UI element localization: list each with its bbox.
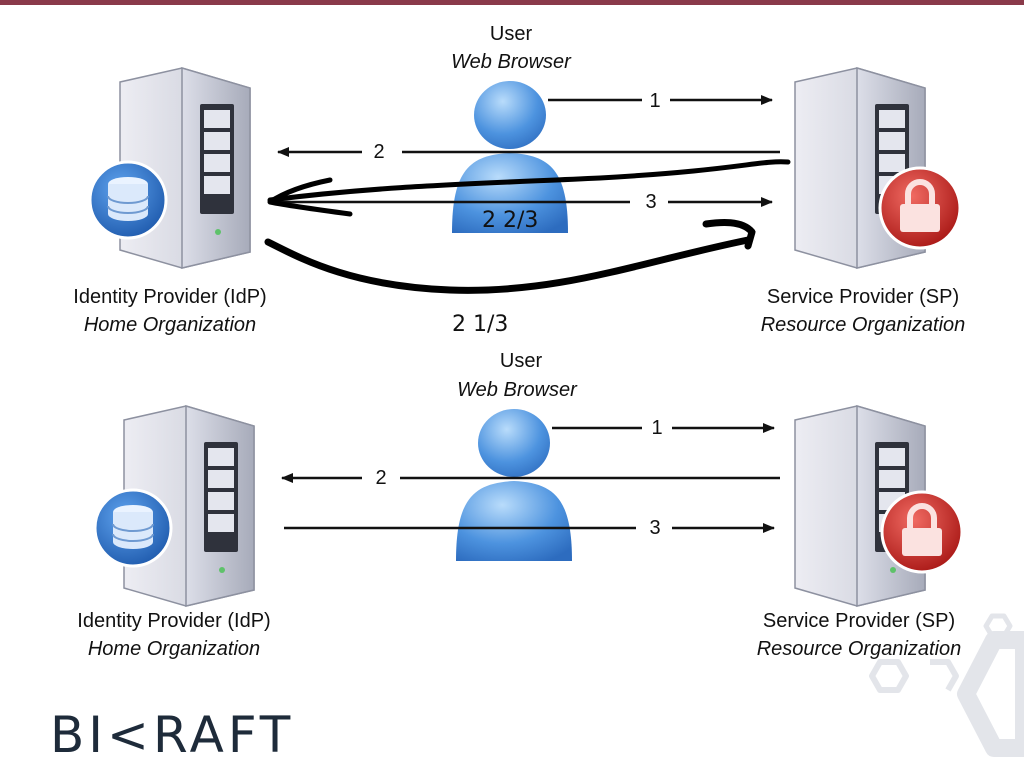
database-icon (88, 160, 168, 240)
sp-subtitle-top: Resource Organization (760, 314, 966, 336)
user-icon (456, 409, 572, 561)
user-subtitle-bottom: Web Browser (457, 379, 577, 401)
arrow-label-1-top: 1 (649, 90, 661, 112)
idp-subtitle-top: Home Organization (83, 314, 257, 336)
lock-icon (882, 492, 962, 572)
bioraft-logo: BI<RAFT (50, 706, 295, 764)
user-subtitle-top: Web Browser (451, 51, 571, 73)
annotation-one-third: 2 1/3 (452, 312, 509, 337)
arrow-label-3-top: 3 (645, 191, 657, 213)
sp-title-bottom: Service Provider (SP) (762, 610, 956, 632)
annotation-two-thirds: 2 2/3 (482, 208, 539, 233)
arrow-label-2-top: 2 (373, 141, 385, 163)
sp-subtitle-bottom: Resource Organization (756, 638, 962, 660)
arrow-label-2-bottom: 2 (375, 467, 387, 489)
idp-title-bottom: Identity Provider (IdP) (77, 610, 271, 632)
arrow-label-3-bottom: 3 (649, 517, 661, 539)
user-title-bottom: User (499, 350, 543, 372)
lock-icon (880, 168, 960, 248)
top-accent-bar (0, 0, 1024, 5)
database-icon (93, 488, 173, 568)
idp-subtitle-bottom: Home Organization (87, 638, 261, 660)
handdrawn-redirect-strokes (264, 159, 791, 294)
sp-title-top: Service Provider (SP) (766, 286, 960, 308)
user-title-top: User (489, 23, 533, 45)
hexagon-decoration (869, 613, 1024, 757)
arrow-label-1-bottom: 1 (651, 417, 663, 439)
idp-title-top: Identity Provider (IdP) (73, 286, 267, 308)
